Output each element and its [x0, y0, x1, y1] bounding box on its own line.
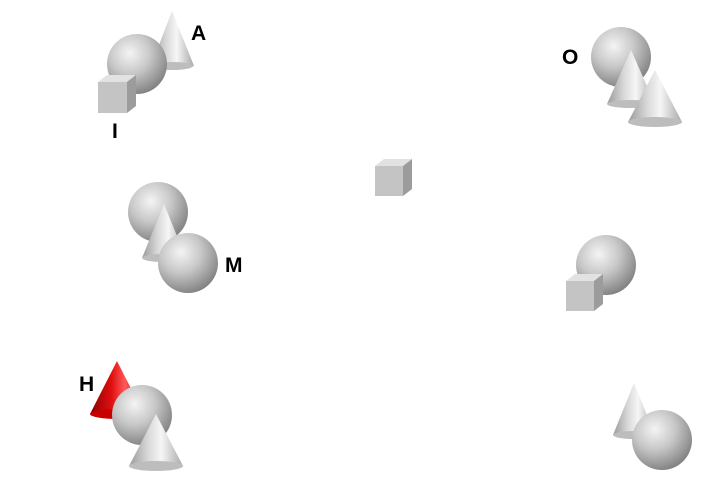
cube-icon: [566, 274, 603, 311]
group-o: O: [562, 27, 682, 127]
label-a: A: [191, 22, 206, 45]
label-o: O: [562, 46, 578, 69]
label-i: I: [112, 120, 118, 143]
group-m: M: [128, 182, 243, 293]
sphere-icon: [158, 233, 218, 293]
cone-icon: [129, 414, 183, 471]
label-h: H: [79, 373, 94, 396]
group-a-i: A I: [98, 11, 206, 143]
cube-icon: [375, 159, 412, 196]
cone-icon: [628, 70, 682, 127]
cube-icon: [98, 75, 136, 113]
group-bottom-right: [613, 383, 692, 470]
sphere-icon: [632, 410, 692, 470]
label-m: M: [225, 254, 243, 277]
group-center: [375, 159, 412, 196]
group-h: H: [79, 361, 183, 471]
group-right-middle: [566, 235, 636, 311]
